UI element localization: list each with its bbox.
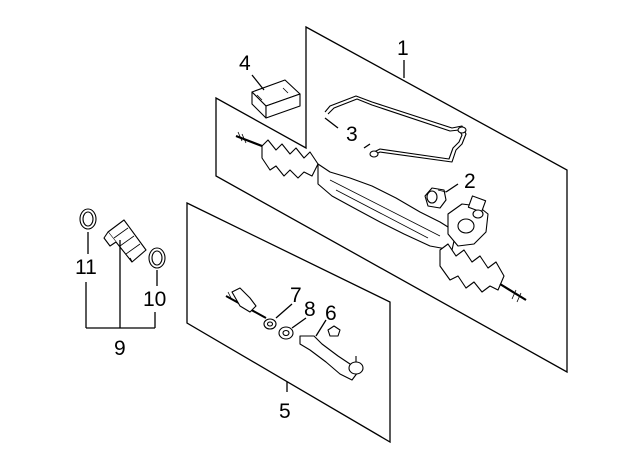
callout-4: 4 — [239, 52, 251, 75]
callout-8: 8 — [304, 298, 316, 321]
rack-assembly-part[interactable] — [235, 131, 527, 303]
callout-6: 6 — [325, 302, 337, 325]
jam-nut-part[interactable] — [263, 318, 277, 330]
boot-part[interactable] — [103, 219, 147, 263]
callout-10: 10 — [143, 288, 166, 311]
callout-11: 11 — [75, 256, 97, 279]
panel-tie-rod — [186, 201, 391, 444]
callout-3: 3 — [346, 123, 358, 146]
sleeve-nut-part[interactable] — [278, 326, 294, 340]
inner-tie-rod-part[interactable] — [225, 287, 267, 319]
bracket-part[interactable] — [424, 187, 447, 209]
outer-tie-rod-end-part[interactable] — [299, 325, 364, 381]
panel-steering-gear — [215, 25, 568, 374]
callout-9: 9 — [114, 337, 126, 360]
control-module-part[interactable] — [251, 79, 301, 119]
hydraulic-line-part[interactable] — [324, 95, 467, 163]
callout-7: 7 — [290, 284, 302, 307]
callout-1: 1 — [397, 37, 409, 60]
leader-lines — [85, 60, 459, 392]
callout-5: 5 — [279, 400, 291, 423]
callout-2: 2 — [464, 170, 476, 193]
small-clamp-part[interactable] — [79, 208, 97, 230]
large-clamp-part[interactable] — [148, 247, 166, 269]
